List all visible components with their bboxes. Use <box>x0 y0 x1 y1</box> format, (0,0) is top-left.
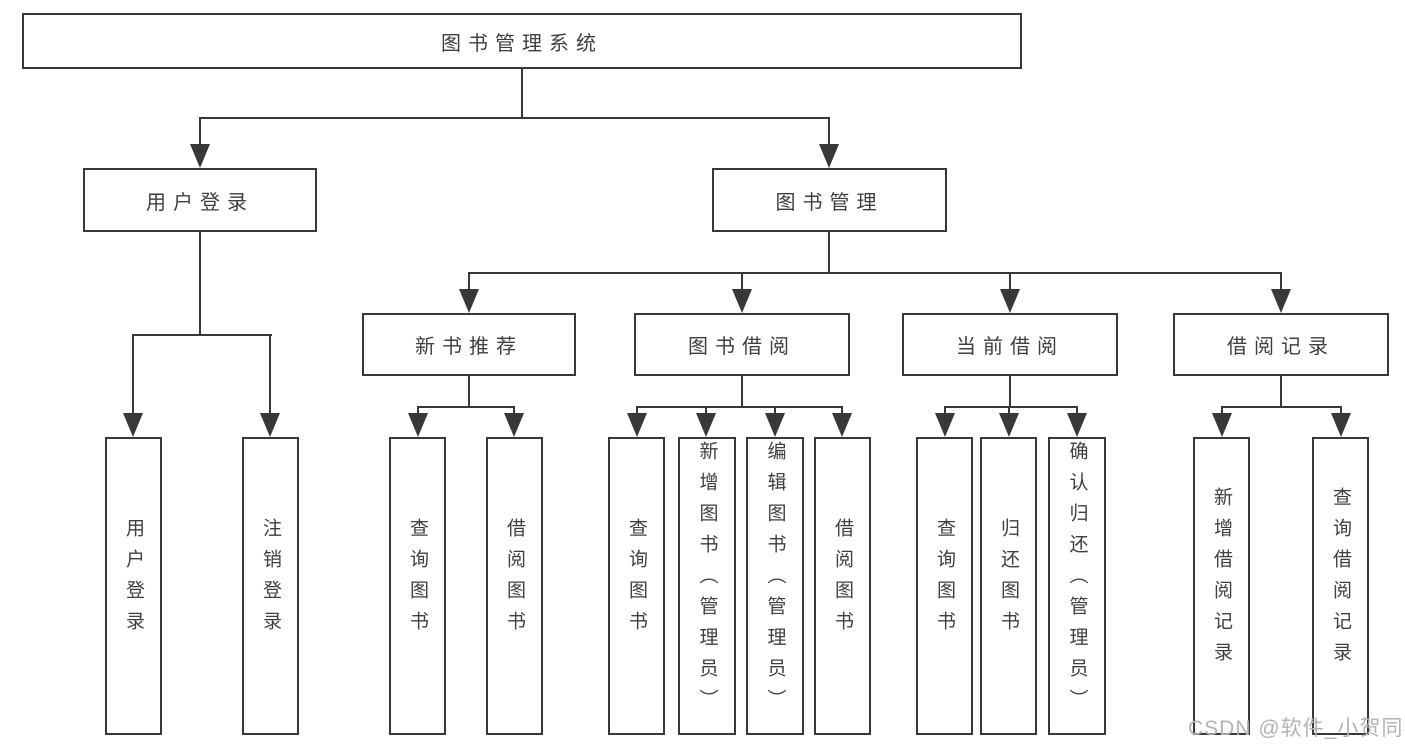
connector-line <box>132 334 272 336</box>
leaf-query-borrow-record-label: 查询借阅记录 <box>1330 487 1351 673</box>
leaf-edit-books-admin-label: 编辑图书（管理员） <box>764 440 786 720</box>
node-book-management-label: 图书管理 <box>775 191 884 214</box>
arrow-down-icon <box>123 413 143 437</box>
arrow-down-icon <box>504 413 524 437</box>
connector-line <box>1076 406 1078 416</box>
connector-line <box>199 117 201 147</box>
connector-line <box>269 334 271 416</box>
leaf-add-borrow-record-label: 新增借阅记录 <box>1211 487 1232 673</box>
leaf-query-books-recommend: 查询图书 <box>389 437 446 735</box>
leaf-query-books-borrowing: 查询图书 <box>608 437 665 735</box>
arrow-down-icon <box>1331 413 1351 437</box>
leaf-return-books-label: 归还图书 <box>998 518 1019 642</box>
node-user-login: 用户登录 <box>83 168 317 232</box>
leaf-logout-label: 注销登录 <box>260 518 281 642</box>
arrow-down-icon <box>1212 413 1232 437</box>
node-book-borrowing: 图书借阅 <box>634 313 850 376</box>
connector-line <box>199 232 201 336</box>
leaf-confirm-return-admin-label: 确认归还（管理员） <box>1066 440 1088 720</box>
leaf-confirm-return-admin: 确认归还（管理员） <box>1048 437 1106 735</box>
leaf-edit-books-admin: 编辑图书（管理员） <box>746 437 804 735</box>
connector-line <box>774 406 776 416</box>
connector-line <box>1009 376 1011 408</box>
arrow-down-icon <box>1271 289 1291 313</box>
leaf-query-borrow-record: 查询借阅记录 <box>1312 437 1369 735</box>
connector-line <box>944 406 1078 408</box>
node-current-borrowing: 当前借阅 <box>902 313 1118 376</box>
leaf-query-books-current: 查询图书 <box>916 437 973 735</box>
arrow-down-icon <box>696 413 716 437</box>
leaf-borrow-books-recommend-label: 借阅图书 <box>504 518 525 642</box>
arrow-down-icon <box>999 413 1019 437</box>
leaf-add-borrow-record: 新增借阅记录 <box>1193 437 1250 735</box>
connector-line <box>1280 376 1282 408</box>
connector-line <box>741 376 743 408</box>
arrow-down-icon <box>1067 413 1087 437</box>
connector-line <box>513 406 515 416</box>
node-book-management: 图书管理 <box>712 168 947 232</box>
arrow-down-icon <box>1000 289 1020 313</box>
arrow-down-icon <box>832 413 852 437</box>
connector-line <box>828 117 830 147</box>
connector-line <box>828 232 830 274</box>
leaf-add-books-admin-label: 新增图书（管理员） <box>696 440 718 720</box>
leaf-query-books-borrowing-label: 查询图书 <box>626 518 647 642</box>
connector-line <box>468 376 470 408</box>
leaf-borrow-books-borrowing: 借阅图书 <box>814 437 871 735</box>
connector-line <box>1221 406 1223 416</box>
arrow-down-icon <box>459 289 479 313</box>
connector-line <box>841 406 843 416</box>
connector-line <box>521 69 523 119</box>
node-new-book-recommend-label: 新书推荐 <box>415 336 523 358</box>
leaf-logout: 注销登录 <box>242 437 299 735</box>
arrow-down-icon <box>627 413 647 437</box>
node-library-system-label: 图书管理系统 <box>441 32 603 55</box>
leaf-borrow-books-recommend: 借阅图书 <box>486 437 543 735</box>
node-library-system: 图书管理系统 <box>22 13 1022 69</box>
leaf-user-login-label: 用户登录 <box>123 518 144 642</box>
connector-line <box>705 406 707 416</box>
connector-line <box>1221 406 1342 408</box>
connector-line <box>1009 272 1011 292</box>
arrow-down-icon <box>765 413 785 437</box>
connector-line <box>199 117 830 119</box>
connector-line <box>1008 406 1010 416</box>
connector-line <box>417 406 419 416</box>
node-current-borrowing-label: 当前借阅 <box>956 336 1064 358</box>
arrow-down-icon <box>732 289 752 313</box>
connector-line <box>1280 272 1282 292</box>
connector-line <box>741 272 743 292</box>
node-new-book-recommend: 新书推荐 <box>362 313 576 376</box>
arrow-down-icon <box>408 413 428 437</box>
connector-line <box>417 406 515 408</box>
arrow-down-icon <box>935 413 955 437</box>
connector-line <box>944 406 946 416</box>
connector-line <box>468 272 470 292</box>
leaf-borrow-books-borrowing-label: 借阅图书 <box>832 518 853 642</box>
connector-line <box>636 406 638 416</box>
node-borrowing-records: 借阅记录 <box>1173 313 1389 376</box>
node-book-borrowing-label: 图书借阅 <box>688 336 796 358</box>
leaf-query-books-recommend-label: 查询图书 <box>407 518 428 642</box>
connector-line <box>636 406 843 408</box>
connector-line <box>132 334 134 416</box>
node-user-login-label: 用户登录 <box>146 191 254 214</box>
node-borrowing-records-label: 借阅记录 <box>1227 336 1335 358</box>
leaf-query-books-current-label: 查询图书 <box>934 518 955 642</box>
arrow-down-icon <box>190 144 210 168</box>
csdn-watermark: CSDN @软件_小贺同学 <box>1188 717 1405 740</box>
connector-line <box>1340 406 1342 416</box>
leaf-add-books-admin: 新增图书（管理员） <box>678 437 736 735</box>
leaf-user-login: 用户登录 <box>105 437 162 735</box>
connector-line <box>468 272 1282 274</box>
leaf-return-books: 归还图书 <box>980 437 1037 735</box>
arrow-down-icon <box>260 413 280 437</box>
arrow-down-icon <box>819 144 839 168</box>
